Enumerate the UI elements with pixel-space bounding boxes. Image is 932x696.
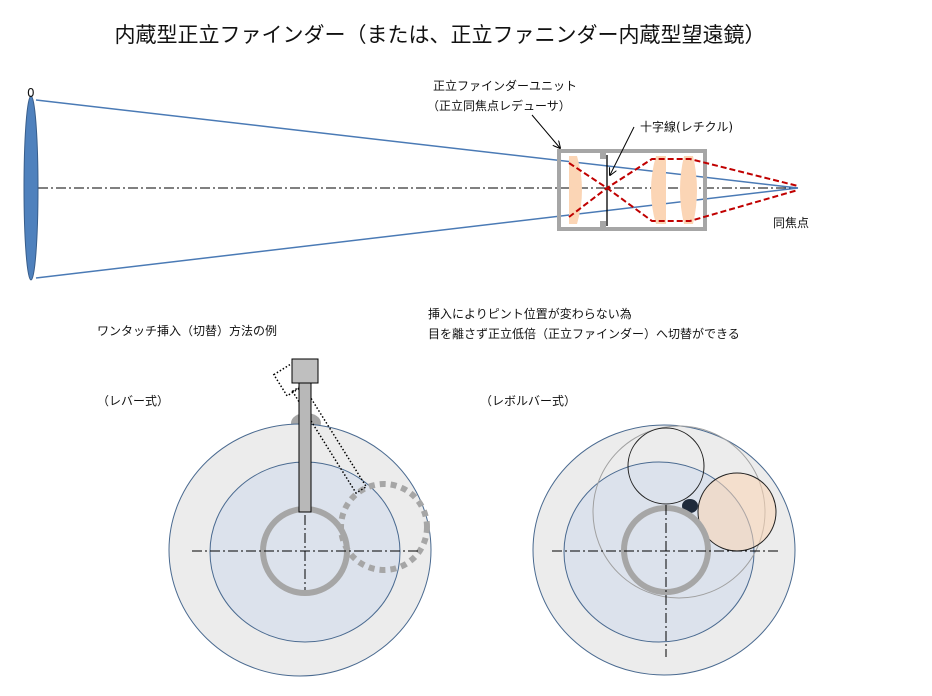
lever-type: （レバー式） <box>97 358 432 677</box>
objective-lens <box>23 95 39 281</box>
ray-lower <box>35 187 799 279</box>
unit-sublabel: （正立同焦点レデューサ） <box>427 98 571 113</box>
finder-unit <box>557 149 799 231</box>
note-line-1: 挿入によりピント位置が変わらない為 <box>428 306 632 321</box>
revolver-type: （レボルバー式） <box>480 394 796 676</box>
revolver-pivot <box>682 499 698 513</box>
lever-arm <box>298 382 312 513</box>
unit-label: 正立ファインダーユニット <box>433 78 577 93</box>
diagram-title: 内蔵型正立ファインダー（または、正立ファニンダー内蔵型望遠鏡） <box>115 23 766 47</box>
focus-label: 同焦点 <box>773 216 809 230</box>
relay-lens-2 <box>680 156 697 224</box>
stop-bottom <box>600 221 606 229</box>
lever-retracted-ring <box>338 481 430 573</box>
lever-knob <box>291 358 319 384</box>
red-ray-1 <box>568 162 799 222</box>
lever-label: （レバー式） <box>97 394 169 408</box>
revolver-empty-port <box>627 427 705 505</box>
note-line-2: 目を離さず正立低倍（正立ファインダー）へ切替ができる <box>428 326 740 341</box>
origin-label: 0 <box>27 86 35 100</box>
relay-lens-1 <box>651 156 666 224</box>
revolver-label: （レボルバー式） <box>480 394 576 408</box>
section-heading: ワンタッチ挿入（切替）方法の例 <box>97 323 277 338</box>
unit-housing <box>557 149 707 231</box>
stop-top <box>600 151 606 159</box>
optical-path: 0 正立ファインダーユニット （正立同焦点レデューサ） 十字線(レチクル) 同焦… <box>23 78 809 281</box>
unit-arrow <box>531 114 560 148</box>
reticle-label: 十字線(レチクル) <box>640 119 733 134</box>
reticle-arrow <box>610 126 635 175</box>
red-ray-2 <box>568 158 799 218</box>
ray-upper <box>35 99 799 189</box>
field-lens <box>569 156 582 224</box>
